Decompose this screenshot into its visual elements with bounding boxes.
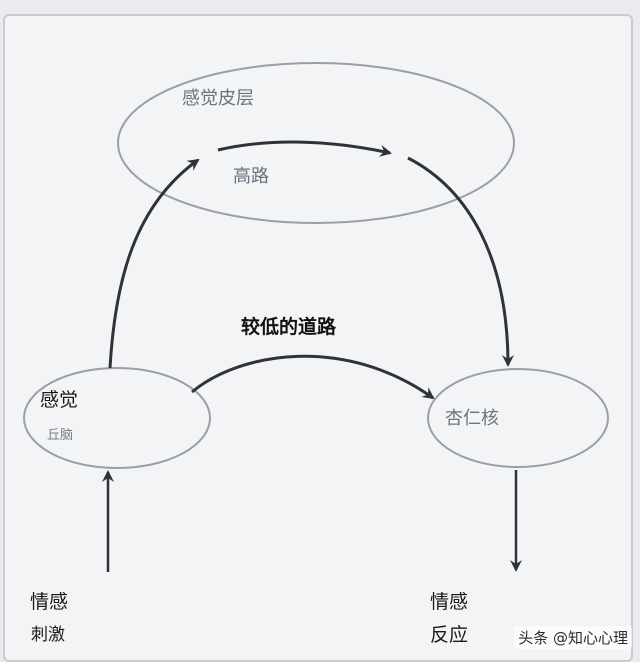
stimulus-label-line1: 情感	[30, 591, 69, 613]
cortex-label: 感觉皮层	[182, 88, 254, 109]
thalamus-sub-label: 丘脑	[47, 428, 74, 443]
low-road-arrow	[191, 354, 435, 400]
response-label-line1: 情感	[430, 591, 469, 613]
low-road-label: 较低的道路	[241, 316, 337, 338]
stimulus-label-line2: 刺激	[31, 625, 65, 645]
high-road-label: 高路	[233, 166, 269, 187]
amygdala-label: 杏仁核	[445, 408, 499, 429]
thalamus-to-cortex-arrow	[108, 158, 200, 369]
amygdala-ellipse	[427, 368, 609, 468]
cortex-ellipse	[117, 62, 515, 224]
watermark: 头条 @知心心理	[514, 626, 632, 649]
response-label-line2: 反应	[430, 624, 469, 646]
high-road-arrow	[217, 140, 392, 157]
thalamus-ellipse	[23, 367, 211, 469]
cortex-to-amygdala-arrow	[407, 156, 514, 367]
thalamus-main-label: 感觉	[40, 389, 79, 411]
